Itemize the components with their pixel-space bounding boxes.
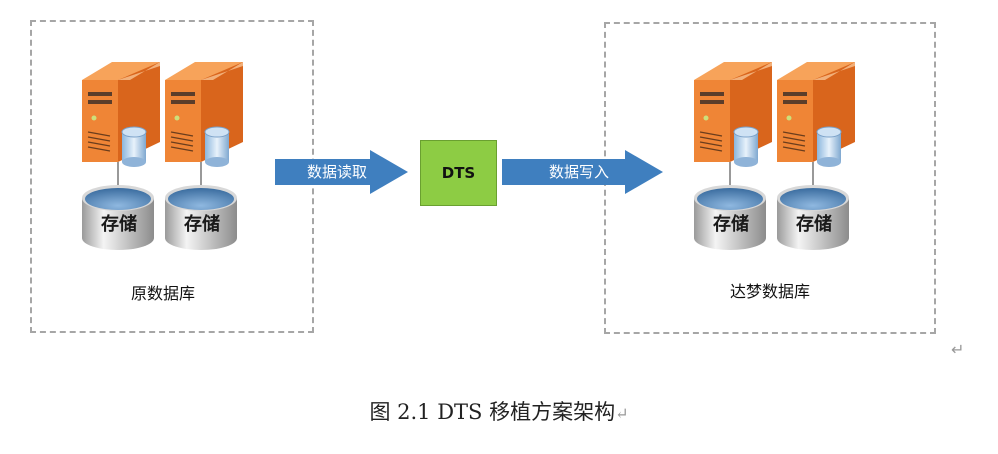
write-arrow: 数据写入	[502, 150, 663, 194]
dts-box: DTS	[420, 140, 497, 206]
read-arrow-label: 数据读取	[307, 163, 368, 181]
storage-label: 存储	[184, 214, 220, 235]
database-server-node: 存储	[692, 52, 782, 252]
storage-label: 存储	[713, 214, 749, 235]
database-server-node: 存储	[163, 52, 253, 252]
server-with-storage-icon	[165, 62, 243, 250]
storage-label: 存储	[796, 214, 832, 235]
source-database-label: 原数据库	[130, 284, 195, 303]
arrow-right-icon	[502, 150, 663, 194]
storage-label: 存储	[101, 214, 137, 235]
caption-text: 图 2.1 DTS 移植方案架构	[369, 400, 616, 424]
server-with-storage-icon	[694, 62, 772, 250]
server-with-storage-icon	[82, 62, 160, 250]
dts-label: DTS	[441, 164, 476, 182]
write-arrow-label: 数据写入	[549, 163, 610, 181]
database-server-node: 存储	[80, 52, 170, 252]
return-mark: ↵	[951, 340, 965, 359]
target-database-label: 达梦数据库	[729, 282, 810, 301]
database-server-node: 存储	[775, 52, 865, 252]
caption-return-mark: ↵	[615, 404, 629, 423]
read-arrow: 数据读取	[275, 150, 408, 194]
arrow-right-icon	[275, 150, 408, 194]
figure-caption: 图 2.1 DTS 移植方案架构↵	[0, 396, 998, 426]
server-with-storage-icon	[777, 62, 855, 250]
